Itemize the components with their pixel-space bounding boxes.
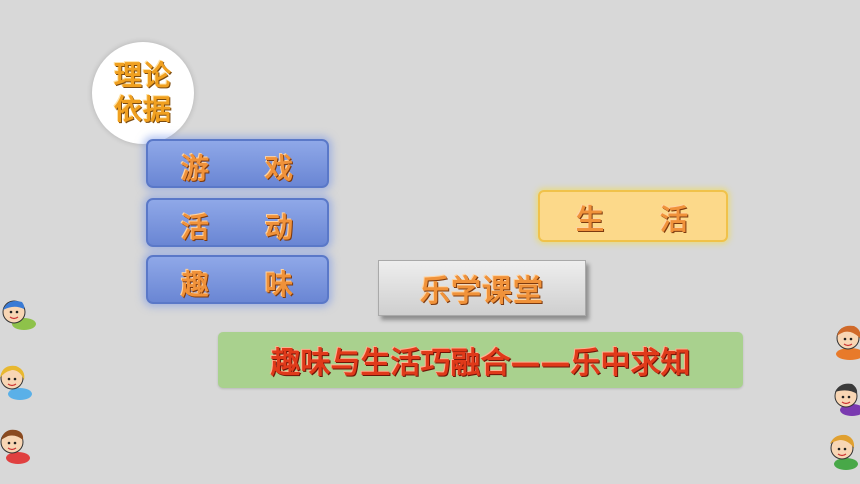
happy-classroom-box: 乐学课堂 — [378, 260, 586, 316]
interest-box-char-1: 趣 — [181, 268, 210, 301]
summary-banner: 趣味与生活巧融合——乐中求知 — [218, 332, 743, 388]
game-box-char-1: 游 — [181, 152, 210, 185]
interest-box-char-2: 味 — [265, 268, 294, 301]
cartoon-kid-icon — [836, 325, 860, 360]
cartoon-kid-icon — [0, 365, 32, 400]
life-box: 生 活 — [538, 190, 728, 242]
life-box-char-1: 生 — [576, 203, 605, 236]
cartoon-kid-icon — [0, 429, 30, 464]
activity-box-char-2: 动 — [265, 211, 294, 244]
happy-classroom-label: 乐学课堂 — [420, 274, 544, 309]
cartoon-kid-icon — [830, 434, 858, 470]
badge-line-2: 依据 — [113, 93, 172, 126]
game-box: 游 戏 — [146, 139, 329, 188]
interest-box: 趣 味 — [146, 255, 329, 304]
cartoon-kid-icon — [2, 300, 36, 330]
life-box-char-2: 活 — [660, 203, 689, 236]
theory-basis-badge: 理论 依据 — [92, 42, 194, 144]
activity-box-char-1: 活 — [181, 211, 210, 244]
activity-box: 活 动 — [146, 198, 329, 247]
summary-banner-label: 趣味与生活巧融合——乐中求知 — [270, 346, 691, 381]
game-box-char-2: 戏 — [265, 152, 294, 185]
cartoon-kid-icon — [834, 383, 860, 416]
badge-line-1: 理论 — [113, 59, 172, 92]
